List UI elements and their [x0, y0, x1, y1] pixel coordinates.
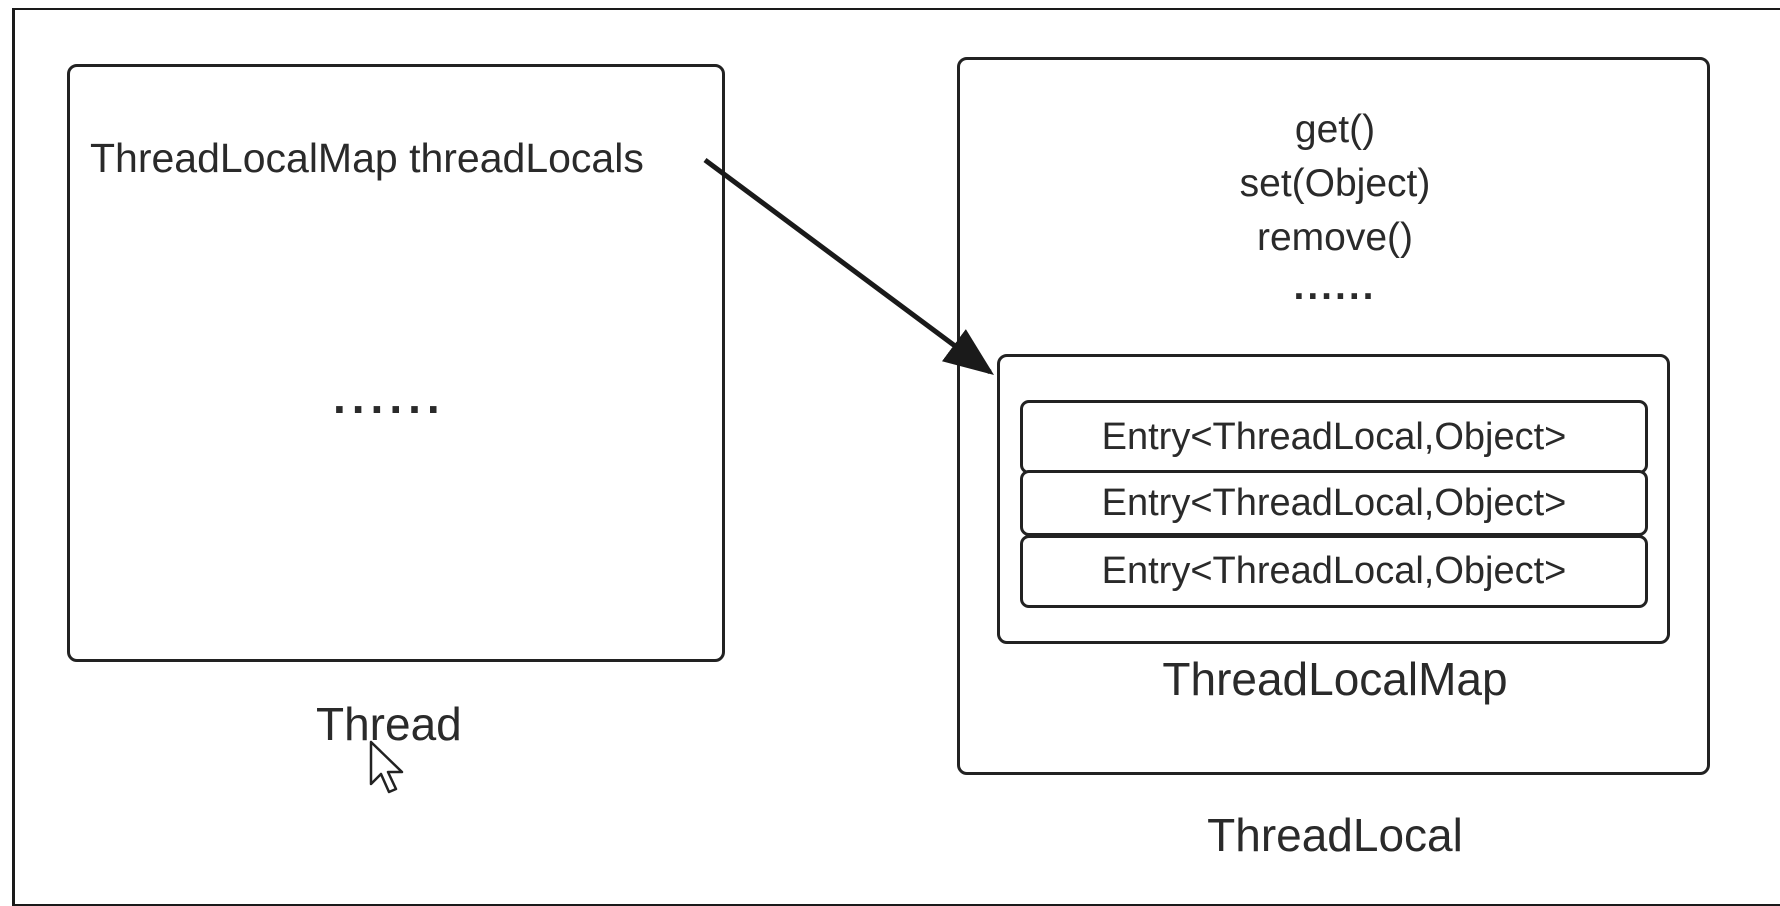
reference-arrow	[703, 157, 995, 375]
thread-box	[67, 64, 725, 662]
map-entry: Entry<ThreadLocal,Object>	[1020, 535, 1648, 608]
method-remove: remove()	[1256, 216, 1414, 259]
thread-ellipsis: ......	[333, 371, 446, 423]
method-set: set(Object)	[1239, 162, 1431, 205]
mouse-cursor-icon	[369, 740, 404, 794]
thread-local-label: ThreadLocal	[1207, 809, 1463, 861]
map-entry: Entry<ThreadLocal,Object>	[1020, 470, 1648, 536]
diagram-frame	[12, 8, 1780, 906]
thread-locals-field: ThreadLocalMap threadLocals	[90, 135, 644, 181]
thread-label: Thread	[316, 698, 462, 750]
thread-local-map-label: ThreadLocalMap	[1162, 653, 1508, 705]
thread-local-map-box	[997, 354, 1670, 644]
thread-local-methods: get() set(Object) remove() ......	[1140, 103, 1530, 309]
map-entry: Entry<ThreadLocal,Object>	[1020, 400, 1648, 474]
thread-local-box	[957, 57, 1710, 775]
method-get: get()	[1294, 108, 1376, 151]
methods-ellipsis: ......	[1293, 265, 1377, 308]
